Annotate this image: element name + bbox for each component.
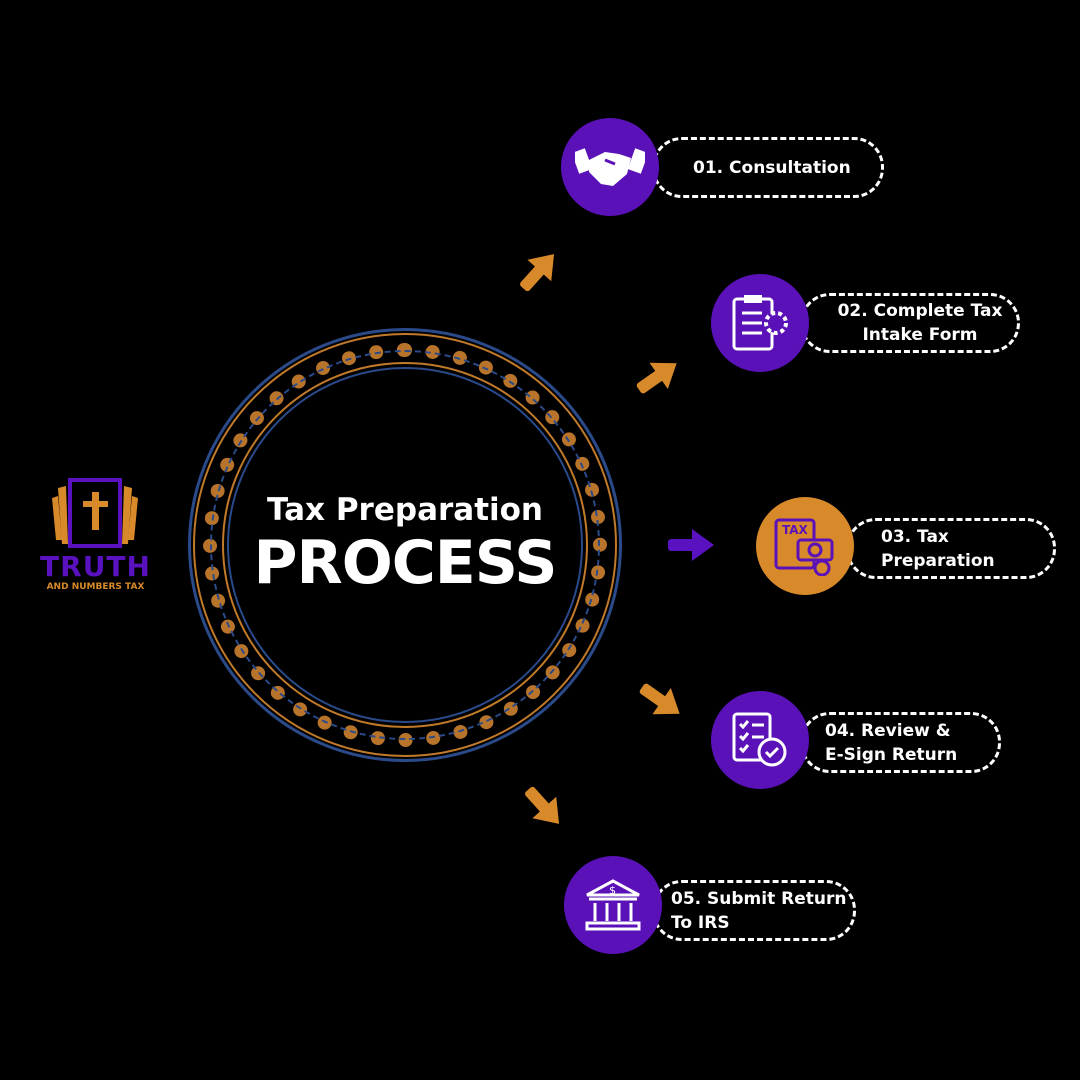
- logo-name: TRUTH: [40, 550, 151, 583]
- svg-text:$: $: [609, 884, 616, 897]
- arrow-icon: [668, 529, 714, 561]
- step-label: 05. Submit Return: [671, 888, 847, 909]
- step-label: 04. Review &: [825, 720, 951, 741]
- step-label: 01. Consultation: [693, 157, 851, 178]
- step-label: 02. Complete Tax: [837, 301, 1003, 321]
- center-heading: PROCESS: [253, 528, 558, 598]
- handshake-icon: [561, 118, 659, 216]
- checklist-icon: [711, 691, 809, 789]
- step-label: To IRS: [671, 912, 730, 933]
- step-label: Intake Form: [862, 325, 978, 345]
- step-label: E-Sign Return: [825, 744, 958, 765]
- step-label: Preparation: [881, 550, 995, 571]
- logo-subtitle: AND NUMBERS TAX: [46, 582, 145, 592]
- arrow-icon: [632, 674, 689, 727]
- cross-ledger-icon: [52, 478, 138, 548]
- arrow-icon: [511, 243, 566, 300]
- svg-text:TAX: TAX: [782, 523, 809, 537]
- clipboard-gear-icon: [711, 274, 809, 372]
- step-label: 03. Tax: [881, 526, 949, 547]
- bank-icon: $: [564, 856, 662, 954]
- center-title: Tax Preparation: [266, 492, 544, 528]
- tax-document-icon: TAX: [756, 497, 854, 595]
- arrow-icon: [516, 778, 571, 835]
- arrow-icon: [629, 350, 686, 403]
